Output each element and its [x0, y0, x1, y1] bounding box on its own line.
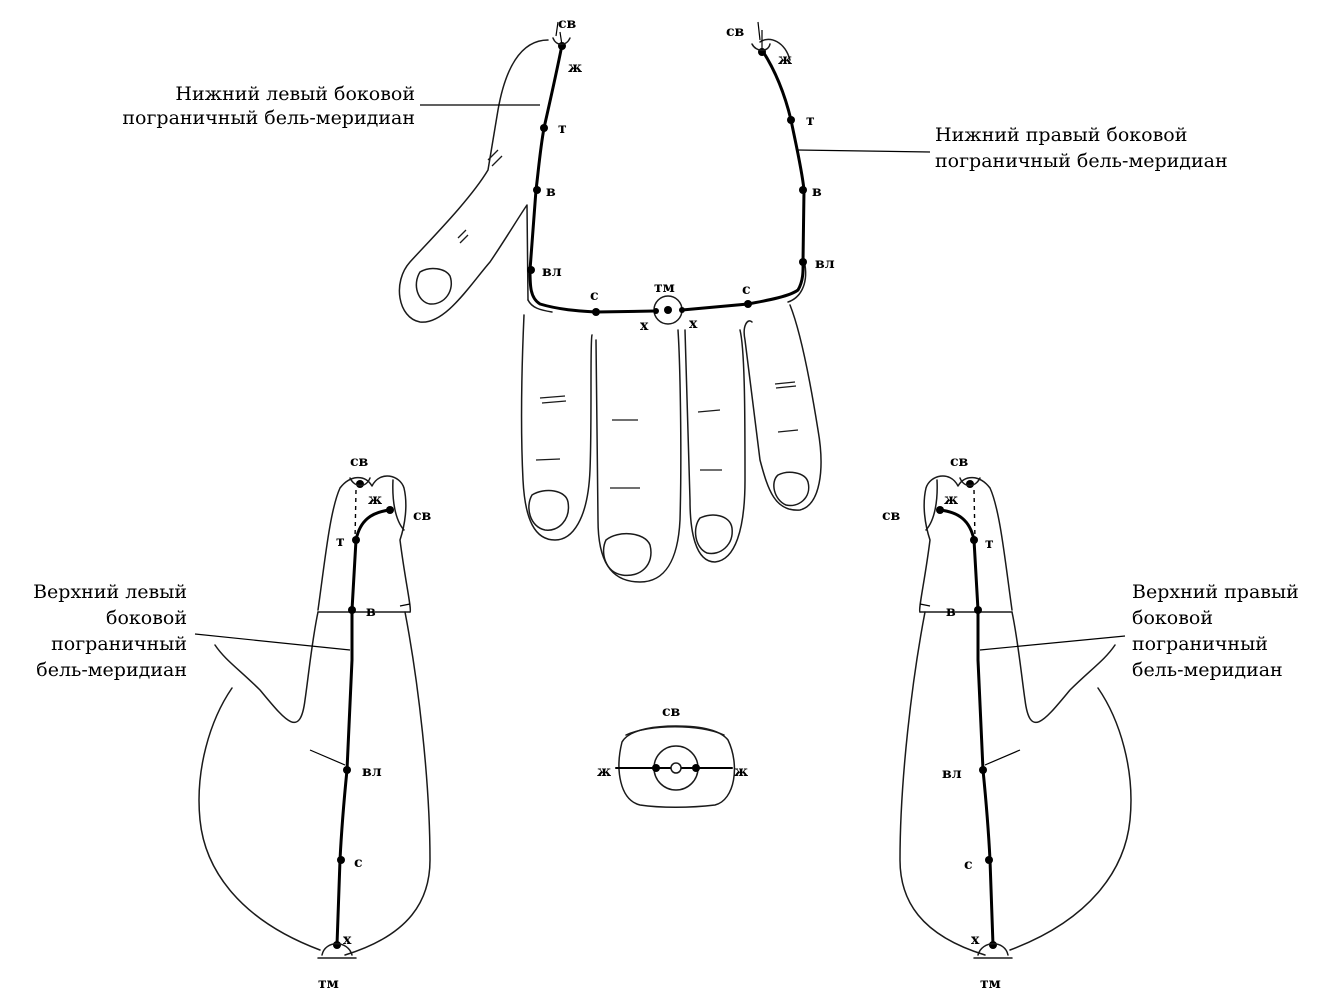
right-foot-kh-label: х	[971, 932, 980, 948]
right-foot-sv-top-label: св	[950, 454, 969, 470]
tip-cross-section	[616, 726, 734, 807]
right-foot-vl-label: вл	[942, 766, 962, 782]
tm-ring-hand	[653, 296, 685, 324]
left-foot-s-label: с	[354, 855, 363, 871]
right-foot-outline	[900, 476, 1131, 958]
hand-right-sv-label: св	[726, 24, 745, 40]
left-foot-meridian	[337, 510, 390, 945]
right-foot-tm-label: тм	[980, 976, 1001, 992]
hand-left-kh-label: х	[640, 318, 649, 334]
upper-right-caption: Верхний правый боковой пограничный бель-…	[980, 581, 1299, 681]
left-foot-sv-top-label: св	[350, 454, 369, 470]
tip-left-zh-label: ж	[597, 764, 611, 780]
left-foot-t-label: т	[336, 534, 345, 550]
right-foot-t-label: т	[985, 536, 994, 552]
hand-left-v-label: в	[546, 184, 556, 200]
lower-right-caption-line1: Нижний правый боковой	[935, 124, 1187, 146]
upper-right-caption-line1: Верхний правый	[1132, 581, 1299, 603]
upper-left-caption: Верхний левый боковой пограничный бель-м…	[33, 581, 350, 681]
lower-right-caption-line2: пограничный бель-меридиан	[935, 150, 1228, 172]
left-foot-outline	[199, 476, 430, 955]
lower-left-caption: Нижний левый боковой пограничный бель-ме…	[122, 83, 540, 129]
tip-right-zh-label: ж	[734, 764, 748, 780]
upper-left-caption-line3: пограничный	[51, 633, 187, 655]
upper-right-caption-line4: бель-меридиан	[1132, 659, 1283, 681]
hand-left-zh-label: ж	[568, 60, 582, 76]
left-foot-vl-label: вл	[362, 764, 382, 780]
left-foot-zh-label: ж	[368, 492, 382, 508]
right-foot-s-label: с	[964, 857, 973, 873]
left-foot-v-label: в	[366, 604, 376, 620]
left-foot-tm-label: тм	[318, 976, 339, 992]
hand-left-s-label: с	[590, 288, 599, 304]
hand-right-zh-label: ж	[778, 52, 792, 68]
hand-left-sv-label: св	[558, 16, 577, 32]
upper-left-caption-line1: Верхний левый	[33, 581, 187, 603]
hand-points	[527, 38, 807, 316]
hand-left-vl-label: вл	[542, 264, 562, 280]
left-foot-kh-label: х	[343, 932, 352, 948]
hand-left-t-label: т	[558, 121, 567, 137]
right-foot-sv-side-label: св	[882, 508, 901, 524]
right-foot-zh-label: ж	[944, 492, 958, 508]
hand-right-kh-label: х	[689, 316, 698, 332]
upper-right-caption-line3: пограничный	[1132, 633, 1268, 655]
left-foot-sv-side-label: св	[413, 508, 432, 524]
hand-right-s-label: с	[742, 282, 751, 298]
lower-right-caption: Нижний правый боковой пограничный бель-м…	[797, 124, 1228, 172]
hand-right-vl-label: вл	[815, 256, 835, 272]
lower-left-caption-line2: пограничный бель-меридиан	[122, 107, 415, 129]
hand-right-v-label: в	[812, 184, 822, 200]
upper-left-caption-line2: боковой	[106, 607, 187, 629]
hand-right-t-label: т	[806, 113, 815, 129]
hand-tm-label: тм	[654, 280, 675, 296]
upper-right-caption-line2: боковой	[1132, 607, 1213, 629]
upper-left-caption-line4: бель-меридиан	[36, 659, 187, 681]
right-foot-v-label: в	[946, 604, 956, 620]
lower-left-caption-line1: Нижний левый боковой	[175, 83, 415, 105]
tip-sv-label: св	[662, 704, 681, 720]
